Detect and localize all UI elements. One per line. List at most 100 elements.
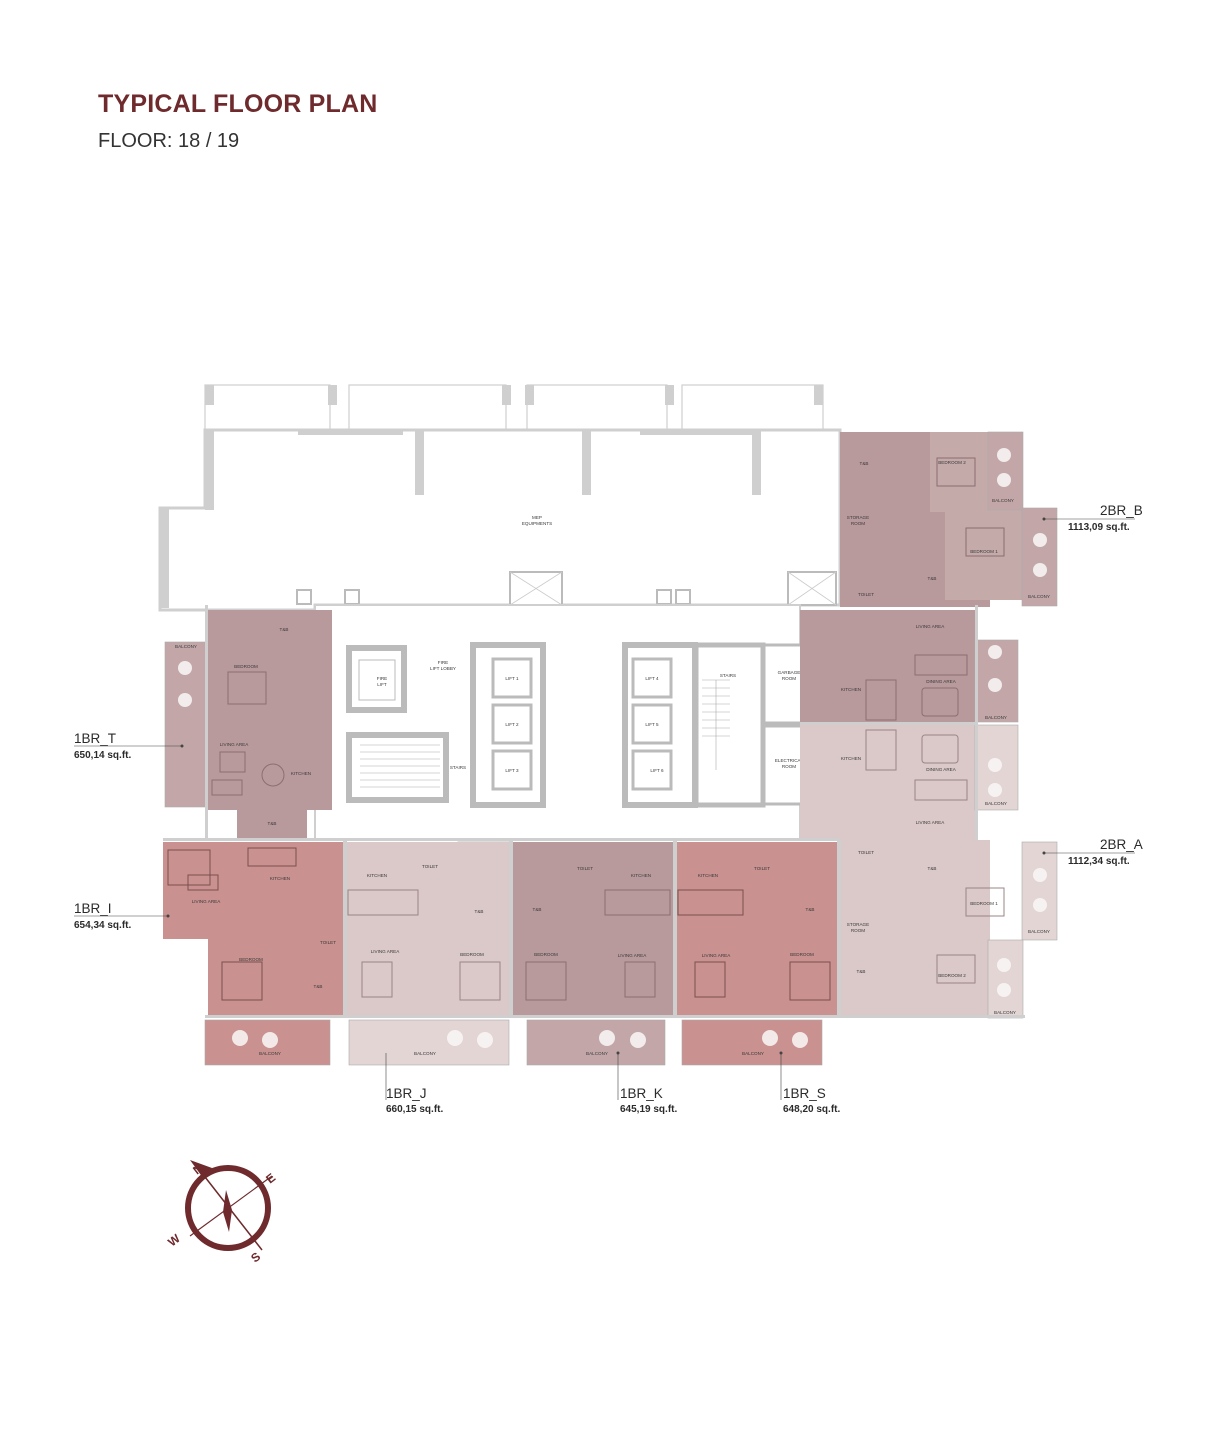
compass: N E S W [165,1160,278,1265]
garbage-room-label: GARBAGE [778,670,801,675]
lift-2-label: LIFT 2 [505,722,519,727]
2br-a-balcony3-label: BALCONY [994,1010,1016,1015]
2br-a-storage-label-2: ROOM [851,928,865,933]
1br-s-bedroom-label: BEDROOM [790,952,814,957]
1br-i-balcony-label: BALCONY [259,1051,281,1056]
unit-2br-b[interactable]: T&B BEDROOM 2 BALCONY STORAGE ROOM BEDRO… [800,431,1058,723]
2br-b-storage-label: STORAGE [847,515,869,520]
1br-j-toilet-label: TOILET [422,864,438,869]
2br-a-toilet-label: TOILET [858,850,874,855]
walls [163,605,1025,1018]
2br-b-balcony2-label: BALCONY [1028,594,1050,599]
compass-needle [223,1190,232,1232]
label-1br-i: 1BR_I 654,34 sq.ft. [74,901,170,931]
2br-b-storage-label-2: ROOM [851,521,865,526]
1br-j-area: 660,15 sq.ft. [386,1104,443,1115]
label-1br-k: 1BR_K 645,19 sq.ft. [616,1051,677,1115]
2br-b-kitchen-label: KITCHEN [841,687,861,692]
label-1br-s: 1BR_S 648,20 sq.ft. [779,1051,840,1115]
2br-b-balcony3-label: BALCONY [985,715,1007,720]
1br-i-tb-label: T&B [314,984,323,989]
1br-k-bedroom-label: BEDROOM [534,952,558,957]
2br-a-tb2-label: T&B [857,969,866,974]
2br-a-balcony2-label: BALCONY [1028,929,1050,934]
compass-north-arrow [190,1160,212,1178]
2br-a-storage-label: STORAGE [847,922,869,927]
1br-j-kitchen-label: KITCHEN [367,873,387,878]
1br-s-balcony-label: BALCONY [742,1051,764,1056]
lift-3-label: LIFT 3 [505,768,519,773]
fire-lift-label: FIRE [377,676,387,681]
compass-s: S [248,1249,263,1265]
2br-a-bedroom1-label: BEDROOM 1 [970,901,998,906]
compass-e: E [263,1170,278,1186]
1br-i-kitchen-label: KITCHEN [270,876,290,881]
1br-i-toilet-label: TOILET [320,940,336,945]
2br-b-toilet-label: TOILET [858,592,874,597]
1br-t-balcony-label: BALCONY [175,644,197,649]
2br-a-kitchen-label: KITCHEN [841,756,861,761]
2br-a-balcony-label: BALCONY [985,801,1007,806]
compass-axis-ew [189,1175,273,1237]
1br-k-code: 1BR_K [620,1086,663,1101]
1br-k-kitchen-label: KITCHEN [631,873,651,878]
stairs-label-left: STAIRS [450,765,466,770]
1br-j-code: 1BR_J [386,1086,427,1101]
2br-b-area: 1113,09 sq.ft. [1068,522,1130,533]
1br-t-bedroom-label: BEDROOM [234,664,258,669]
2br-a-living-label: LIVING AREA [916,820,946,825]
lift-5-label: LIFT 5 [645,722,659,727]
1br-s-code: 1BR_S [783,1086,826,1101]
2br-a-dining-label: DINING AREA [926,767,957,772]
1br-i-code: 1BR_I [74,901,112,916]
1br-k-tb-label: T&B [533,907,542,912]
mep-label: MEP [532,515,542,520]
1br-t-kitchen-label: KITCHEN [291,771,311,776]
2br-b-bedroom2-label: BEDROOM 2 [938,460,966,465]
1br-j-living-label: LIVING AREA [371,949,401,954]
fire-lobby-label-2: LIFT LOBBY [430,666,456,671]
unit-1br-k[interactable]: TOILET KITCHEN T&B BEDROOM LIVING AREA B… [512,842,674,1066]
unit-1br-t[interactable]: BALCONY T&B BEDROOM LIVING AREA KITCHEN … [164,610,332,838]
label-2br-b: 2BR_B 1113,09 sq.ft. [1042,503,1143,533]
1br-t-code: 1BR_T [74,731,116,746]
2br-a-code: 2BR_A [1100,837,1143,852]
unit-1br-j[interactable]: KITCHEN TOILET T&B LIVING AREA BEDROOM B… [345,842,510,1066]
2br-b-tb2-label: T&B [928,576,937,581]
label-1br-t: 1BR_T 650,14 sq.ft. [74,731,184,761]
page-title: TYPICAL FLOOR PLAN [98,90,378,118]
label-2br-a: 2BR_A 1112,34 sq.ft. [1042,837,1143,867]
fire-lobby-label: FIRE [438,660,448,665]
stairs-label-right: STAIRS [720,673,736,678]
1br-t-tb2-label: T&B [268,821,277,826]
1br-i-living-label: LIVING AREA [192,899,222,904]
fire-lift-label-2: LIFT [377,682,387,687]
1br-s-living-label: LIVING AREA [702,953,732,958]
floor-label: FLOOR: 18 / 19 [98,130,240,152]
1br-s-area: 648,20 sq.ft. [783,1104,840,1115]
2br-b-dining-label: DINING AREA [926,679,957,684]
1br-k-area: 645,19 sq.ft. [620,1104,677,1115]
unit-1br-i[interactable]: KITCHEN LIVING AREA TOILET BEDROOM T&B B… [163,842,343,1066]
1br-k-toilet-label: TOILET [577,866,593,871]
lift-1-label: LIFT 1 [505,676,519,681]
mep-label-2: EQUIPMENTS [522,521,552,526]
1br-i-area: 654,34 sq.ft. [74,920,131,931]
electrical-room-label-2: ROOM [782,764,796,769]
compass-ring [185,1165,271,1251]
1br-j-bedroom-label: BEDROOM [460,952,484,957]
2br-b-balcony-label: BALCONY [992,498,1014,503]
unit-2br-a[interactable]: KITCHEN DINING AREA BALCONY LIVING AREA … [800,724,1058,1019]
2br-b-bedroom1-label: BEDROOM 1 [970,549,998,554]
label-1br-j: 1BR_J 660,15 sq.ft. [385,1053,443,1115]
1br-t-area: 650,14 sq.ft. [74,750,131,761]
1br-s-toilet-label: TOILET [754,866,770,871]
1br-t-tb-label: T&B [280,627,289,632]
2br-b-tb-label: T&B [860,461,869,466]
unit-1br-s[interactable]: KITCHEN TOILET T&B LIVING AREA BEDROOM B… [676,842,838,1066]
1br-s-kitchen-label: KITCHEN [698,873,718,878]
1br-s-tb-label: T&B [806,907,815,912]
1br-t-living-label: LIVING AREA [220,742,250,747]
2br-a-bedroom2-label: BEDROOM 2 [938,973,966,978]
